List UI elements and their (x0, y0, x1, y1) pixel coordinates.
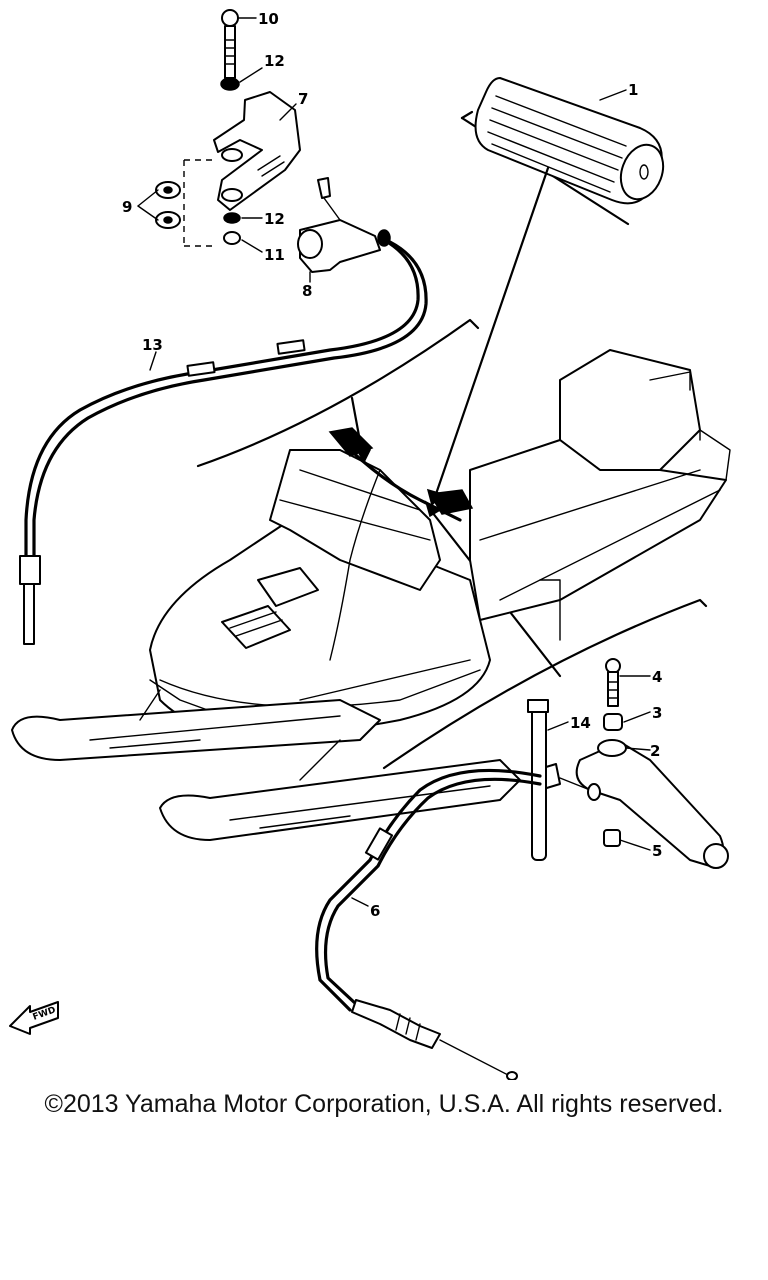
copyright-notice: ©2013 Yamaha Motor Corporation, U.S.A. A… (44, 1090, 724, 1118)
callout-3: 3 (652, 704, 662, 722)
callout-4: 4 (652, 668, 662, 686)
brake-cable (315, 768, 542, 1080)
callout-14: 14 (570, 714, 591, 732)
callout-10: 10 (258, 10, 279, 28)
parts-diagram-drawing: FWD 1 2 3 4 5 6 7 8 9 10 11 12 12 13 14 (9, 9, 731, 1080)
forward-arrow-icon: FWD (9, 1001, 59, 1035)
brake-lever-assembly (527, 658, 729, 869)
callout-7: 7 (298, 90, 308, 108)
callout-leaders (137, 17, 651, 907)
callout-9: 9 (122, 198, 132, 216)
callout-5: 5 (652, 842, 662, 860)
snowmobile (11, 349, 731, 841)
callout-6: 6 (370, 902, 380, 920)
callout-13: 13 (142, 336, 163, 354)
callout-12-top: 12 (264, 52, 285, 70)
callout-8: 8 (302, 282, 312, 300)
callout-11: 11 (264, 246, 285, 264)
callout-2: 2 (650, 742, 660, 760)
callout-numbers: 1 2 3 4 5 6 7 8 9 10 11 12 12 13 14 (122, 10, 662, 920)
callout-12-lower: 12 (264, 210, 285, 228)
throttle-housing-assembly (155, 9, 391, 273)
leader-lines (196, 318, 708, 770)
throttle-cable (19, 238, 428, 645)
callout-1: 1 (628, 81, 638, 99)
